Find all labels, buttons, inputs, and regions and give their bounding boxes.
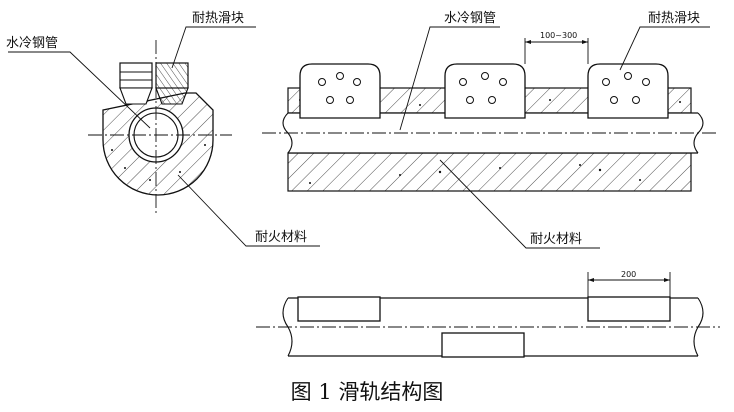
label-water-pipe-cross: 水冷钢管 xyxy=(6,36,58,51)
side-view: 100~300 水冷钢管 耐热滑块 耐火材料 xyxy=(262,11,718,249)
leader-water-pipe-cross xyxy=(8,51,151,129)
leader-refractory-side xyxy=(439,159,600,249)
leader-heat-block-cross xyxy=(171,26,256,69)
cross-section-view: 耐热滑块 水冷钢管 耐火材料 xyxy=(6,11,320,247)
label-width-dim: 200 xyxy=(621,270,636,279)
dimension-width: 200 xyxy=(587,270,671,297)
dimension-spacing: 100~300 xyxy=(524,31,589,64)
label-refractory-cross: 耐火材料 xyxy=(255,230,307,245)
figure-caption: 图 1 滑轨结构图 xyxy=(290,380,444,404)
label-refractory-side: 耐火材料 xyxy=(530,232,582,247)
label-spacing-dim: 100~300 xyxy=(540,31,577,40)
label-heat-block-cross: 耐热滑块 xyxy=(192,11,244,26)
label-heat-block-side: 耐热滑块 xyxy=(648,11,700,26)
leader-heat-block-side xyxy=(619,26,710,71)
side-refractory-bottom xyxy=(287,152,692,192)
side-heat-block-3 xyxy=(587,63,669,119)
cross-heat-block-left xyxy=(119,62,153,89)
label-water-pipe-side: 水冷钢管 xyxy=(444,11,496,26)
leader-water-pipe-side xyxy=(399,26,500,131)
plan-heat-block-1 xyxy=(297,296,381,322)
plan-heat-block-2 xyxy=(587,296,671,322)
side-heat-block-2 xyxy=(444,63,526,119)
side-heat-block-1 xyxy=(299,63,381,119)
plan-heat-block-3 xyxy=(441,332,525,358)
plan-view: 200 xyxy=(256,270,720,358)
leader-refractory-cross xyxy=(177,174,320,247)
